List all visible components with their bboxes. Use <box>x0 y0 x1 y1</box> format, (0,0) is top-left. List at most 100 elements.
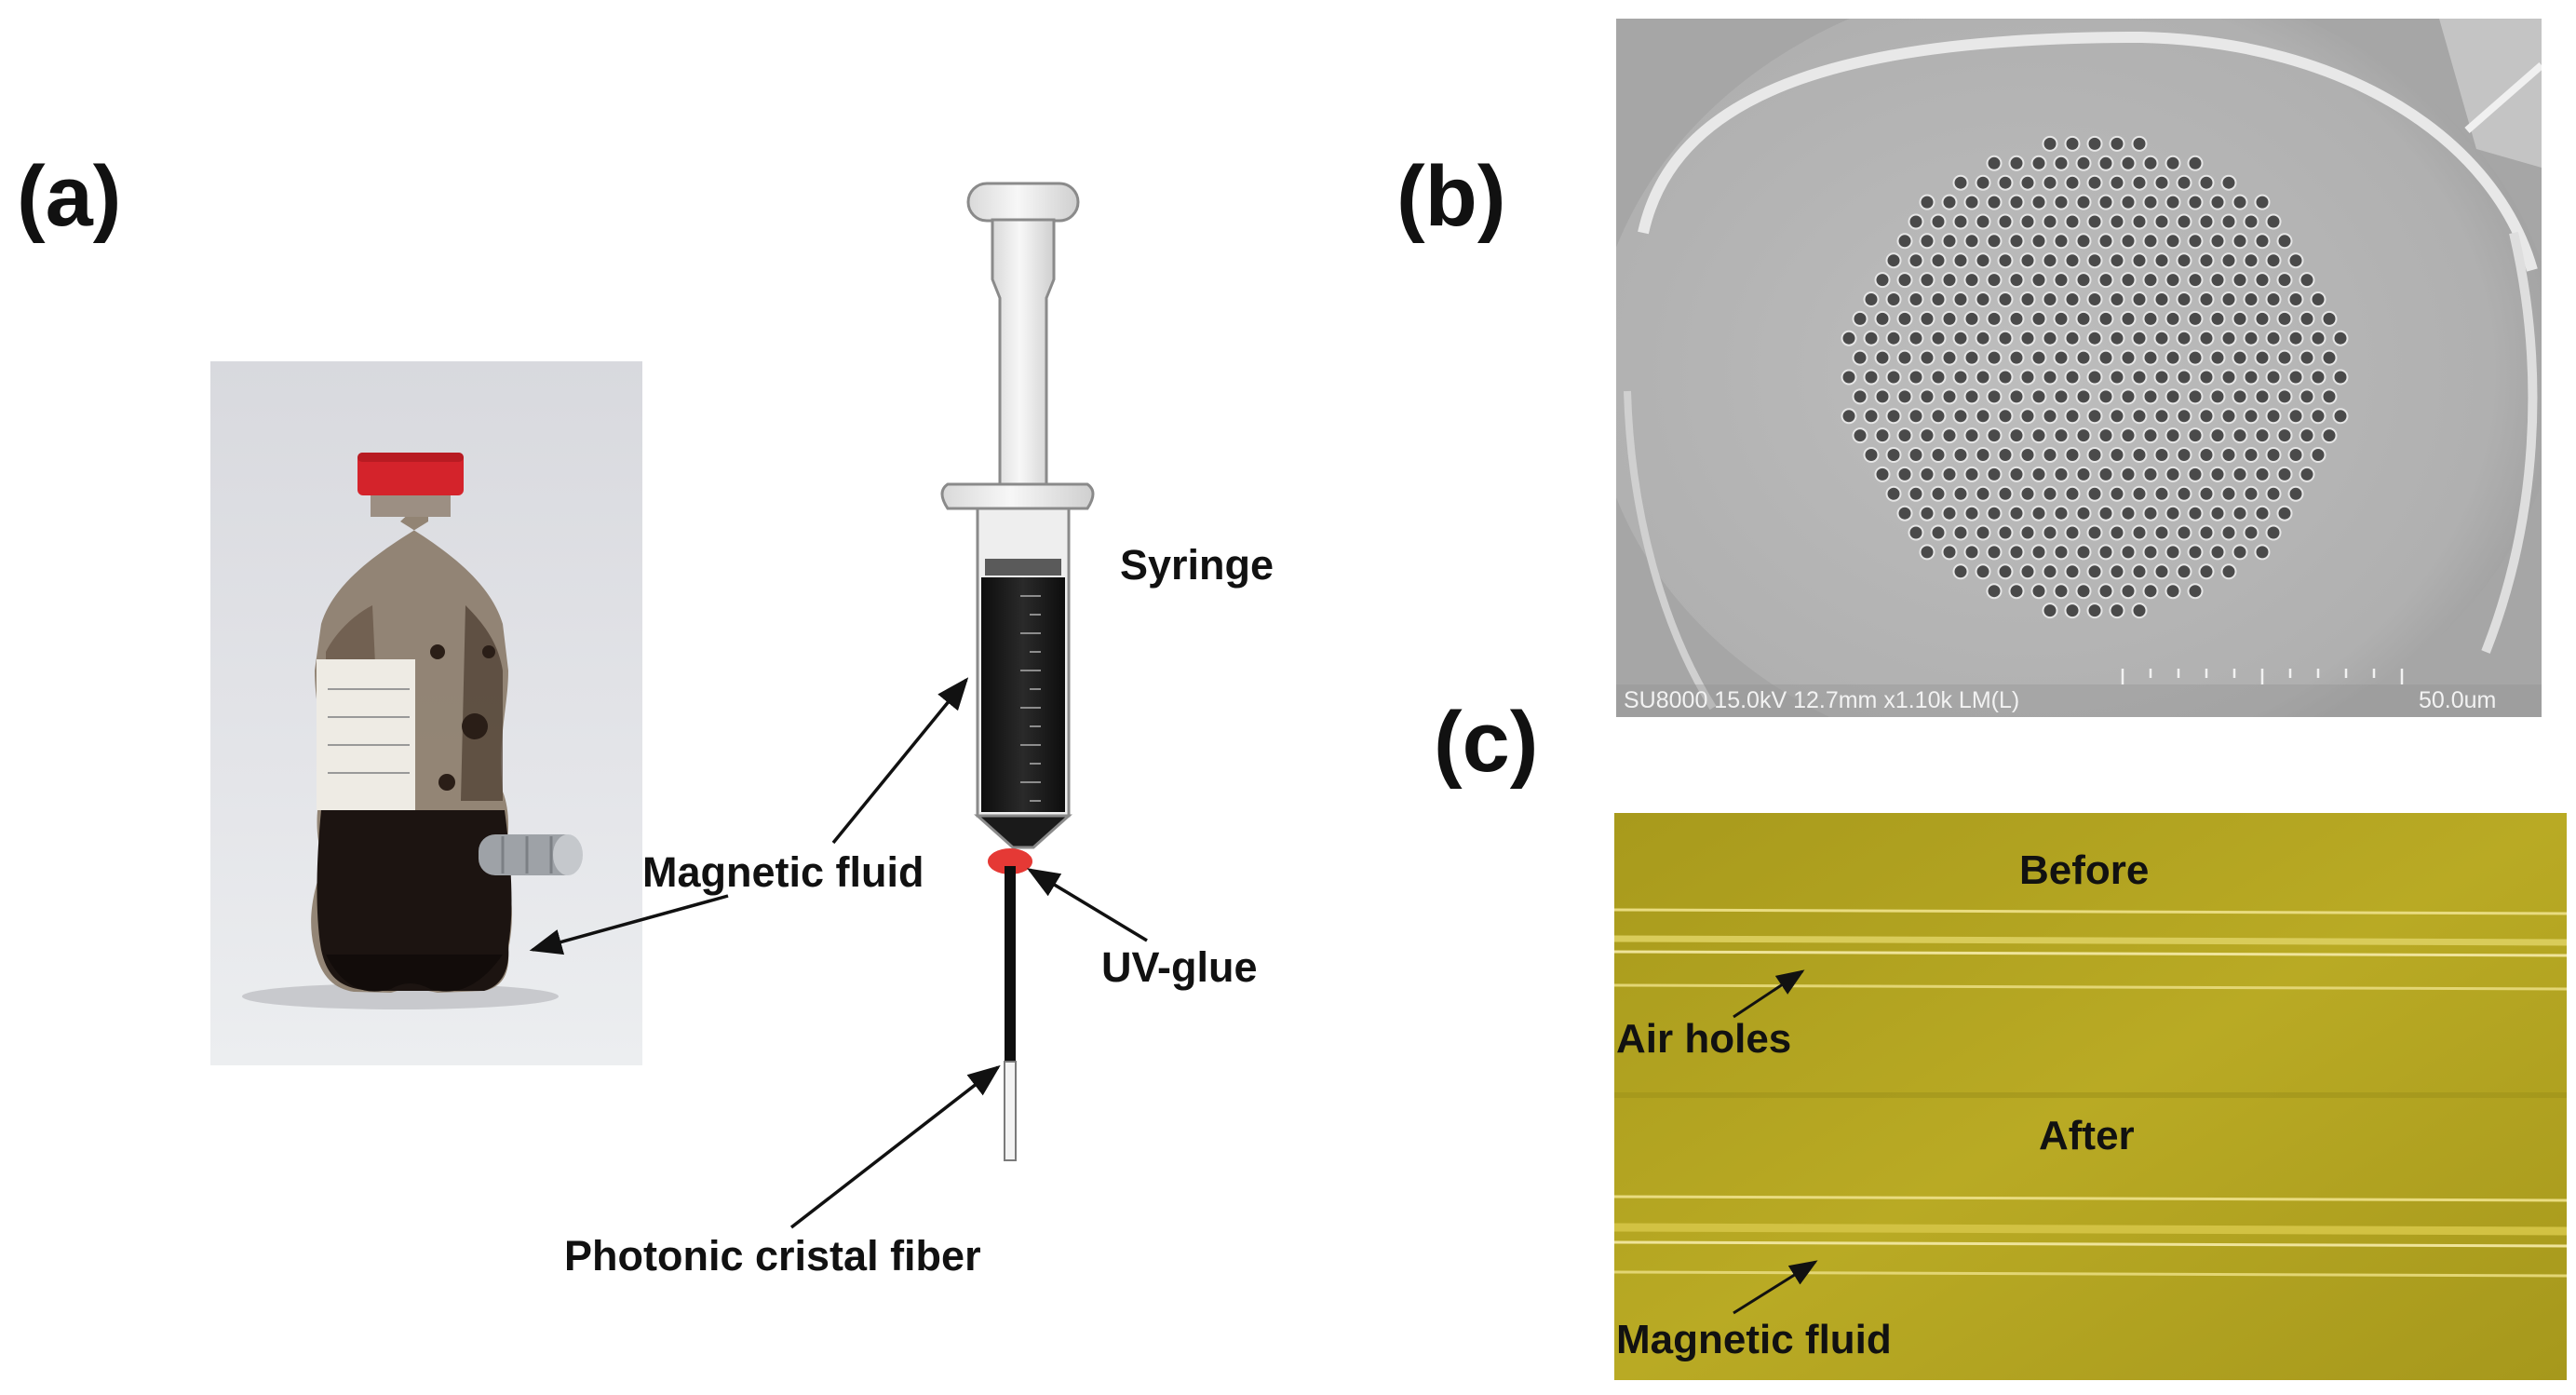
air-hole <box>2097 466 2114 482</box>
air-hole <box>2220 408 2237 425</box>
air-hole <box>1975 252 1991 269</box>
air-hole <box>2008 310 2025 327</box>
air-hole <box>2064 369 2081 386</box>
air-hole <box>2064 330 2081 346</box>
air-hole <box>2198 252 2215 269</box>
air-hole <box>2064 213 2081 230</box>
air-hole <box>2131 291 2148 307</box>
air-hole <box>2019 447 2036 463</box>
air-hole <box>2198 485 2215 502</box>
microscope-image <box>1614 813 2567 1380</box>
air-hole <box>2042 291 2058 307</box>
magnetic-fluid-label-c: Magnetic fluid <box>1616 1317 1892 1362</box>
air-hole <box>1852 310 1868 327</box>
air-hole <box>2176 291 2192 307</box>
air-hole <box>1930 252 1947 269</box>
air-hole <box>1963 194 1980 210</box>
air-hole <box>2310 369 2326 386</box>
air-hole <box>2075 466 2092 482</box>
air-hole <box>2109 603 2125 619</box>
air-hole <box>1919 427 1935 444</box>
air-hole <box>2086 174 2103 191</box>
air-hole <box>1997 563 2014 580</box>
air-hole <box>2254 427 2271 444</box>
air-hole <box>2220 252 2237 269</box>
air-hole <box>2131 408 2148 425</box>
air-hole <box>1986 544 2003 561</box>
air-hole <box>2120 233 2137 250</box>
air-hole <box>1952 485 1969 502</box>
air-hole <box>2142 155 2159 171</box>
air-hole <box>2030 466 2047 482</box>
air-hole <box>2131 485 2148 502</box>
air-hole <box>2254 544 2271 561</box>
air-hole <box>2187 272 2204 289</box>
air-hole <box>2120 349 2137 366</box>
air-hole <box>1941 427 1958 444</box>
air-hole <box>1896 349 1913 366</box>
air-hole <box>2243 408 2259 425</box>
air-hole <box>2153 330 2170 346</box>
air-hole <box>2109 563 2125 580</box>
air-hole <box>2109 369 2125 386</box>
air-hole <box>1952 330 1969 346</box>
air-hole <box>2086 603 2103 619</box>
air-hole <box>1963 466 1980 482</box>
air-hole <box>2209 466 2226 482</box>
air-hole <box>1975 291 1991 307</box>
air-hole <box>2187 310 2204 327</box>
air-hole <box>2321 349 2338 366</box>
air-hole <box>1841 330 1857 346</box>
air-hole <box>2265 447 2282 463</box>
air-hole <box>2220 369 2237 386</box>
air-hole <box>2165 155 2181 171</box>
air-hole <box>1908 213 1924 230</box>
air-hole <box>2131 213 2148 230</box>
air-hole <box>2109 174 2125 191</box>
air-hole <box>2142 388 2159 405</box>
sem-info-text: SU8000 15.0kV 12.7mm x1.10k LM(L) <box>1624 687 2019 713</box>
air-hole <box>2153 524 2170 541</box>
air-hole <box>1963 388 1980 405</box>
sem-scale-bar <box>2121 669 2404 684</box>
air-hole <box>2321 427 2338 444</box>
air-hole <box>1908 524 1924 541</box>
air-hole <box>2053 427 2070 444</box>
uv-glue-drop <box>988 848 1032 874</box>
air-hole <box>2153 174 2170 191</box>
air-hole <box>1986 349 2003 366</box>
air-hole <box>2109 213 2125 230</box>
air-hole <box>2064 291 2081 307</box>
air-hole <box>2042 135 2058 152</box>
air-hole <box>1930 213 1947 230</box>
air-hole <box>2153 369 2170 386</box>
air-hole <box>2019 563 2036 580</box>
air-hole <box>1885 330 1902 346</box>
air-hole <box>2053 505 2070 521</box>
air-hole <box>2053 233 2070 250</box>
air-hole <box>2131 369 2148 386</box>
air-hole <box>2042 252 2058 269</box>
air-hole <box>2019 408 2036 425</box>
air-hole <box>1863 291 1880 307</box>
air-hole <box>2176 174 2192 191</box>
air-hole <box>2042 369 2058 386</box>
air-hole <box>1975 524 1991 541</box>
air-hole <box>2176 330 2192 346</box>
air-hole <box>2243 369 2259 386</box>
air-hole <box>2321 388 2338 405</box>
air-hole <box>2276 388 2293 405</box>
air-hole <box>1975 485 1991 502</box>
air-hole <box>2097 544 2114 561</box>
air-hole <box>2030 272 2047 289</box>
air-hole <box>2142 194 2159 210</box>
air-hole <box>1986 272 2003 289</box>
air-hole <box>2265 291 2282 307</box>
air-hole <box>2097 272 2114 289</box>
air-hole <box>2131 603 2148 619</box>
air-hole <box>1986 583 2003 600</box>
air-hole <box>2075 233 2092 250</box>
air-hole <box>2086 291 2103 307</box>
air-hole <box>2120 155 2137 171</box>
air-hole <box>2097 505 2114 521</box>
